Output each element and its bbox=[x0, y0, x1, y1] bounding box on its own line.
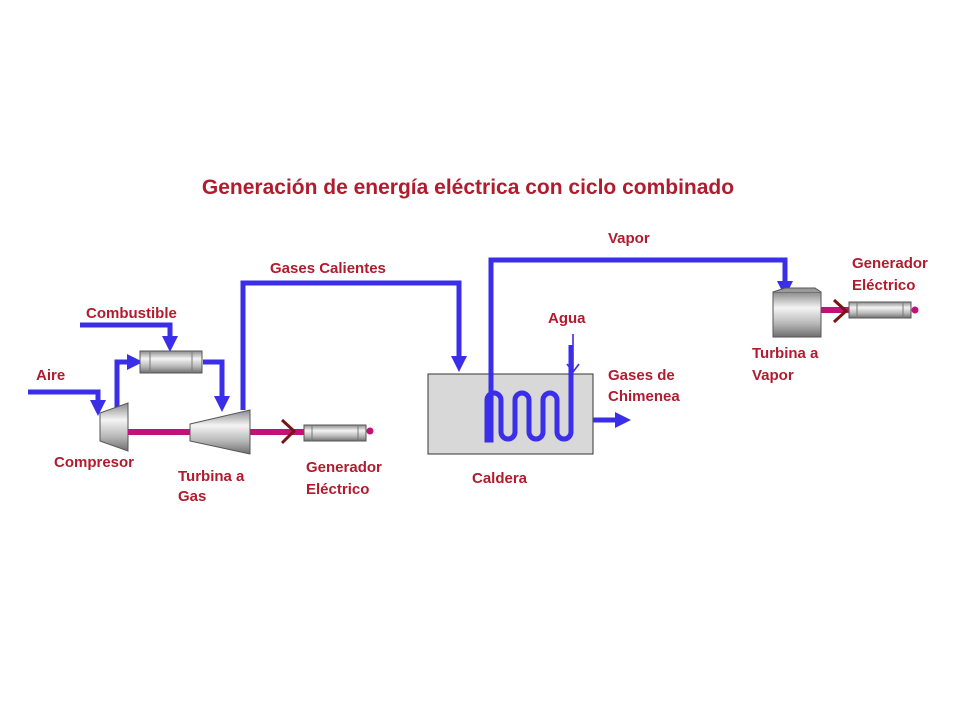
label-compressor: Compresor bbox=[54, 454, 134, 471]
label-steam-turbine-line2: Vapor bbox=[752, 367, 794, 384]
diagram-title: Generación de energía eléctrica con cicl… bbox=[202, 176, 734, 199]
steam-rotation-arrow-icon bbox=[832, 298, 849, 324]
generator-steam bbox=[848, 301, 919, 319]
label-generator-gas-line2: Eléctrico bbox=[306, 481, 369, 498]
label-fuel: Combustible bbox=[86, 305, 177, 322]
rotation-arrow-icon bbox=[280, 418, 297, 445]
boiler bbox=[427, 373, 594, 455]
water-arrowhead-icon bbox=[566, 363, 580, 374]
compressor-to-combustor-pipe bbox=[114, 353, 144, 408]
hot-gases-pipe bbox=[240, 280, 468, 410]
label-steam: Vapor bbox=[608, 230, 650, 247]
steam-turbine-inlet bbox=[772, 287, 822, 293]
gas-turbine bbox=[189, 409, 251, 455]
compressor bbox=[99, 402, 129, 452]
label-gas-turbine-line1: Turbina a bbox=[178, 468, 245, 485]
label-stack-gases-line1: Gases de bbox=[608, 367, 675, 384]
label-boiler: Caldera bbox=[472, 470, 528, 487]
label-hot-gases: Gases Calientes bbox=[270, 260, 386, 277]
label-generator-steam-line2: Eléctrico bbox=[852, 277, 915, 294]
combustor-to-turbine-pipe bbox=[203, 359, 231, 413]
steam-turbine bbox=[772, 291, 822, 338]
fuel-inlet-pipe bbox=[80, 322, 179, 353]
label-gas-turbine-line2: Gas bbox=[178, 488, 206, 505]
combustion-chamber bbox=[139, 350, 203, 374]
label-water: Agua bbox=[548, 310, 586, 327]
boiler-coil bbox=[484, 257, 794, 443]
label-generator-steam-line1: Generador bbox=[852, 255, 928, 272]
label-stack-gases-line2: Chimenea bbox=[608, 388, 680, 405]
label-air: Aire bbox=[36, 367, 65, 384]
label-steam-turbine-line1: Turbina a bbox=[752, 345, 819, 362]
air-inlet-pipe bbox=[28, 389, 107, 417]
generator-gas bbox=[303, 424, 374, 442]
label-generator-gas-line1: Generador bbox=[306, 459, 382, 476]
